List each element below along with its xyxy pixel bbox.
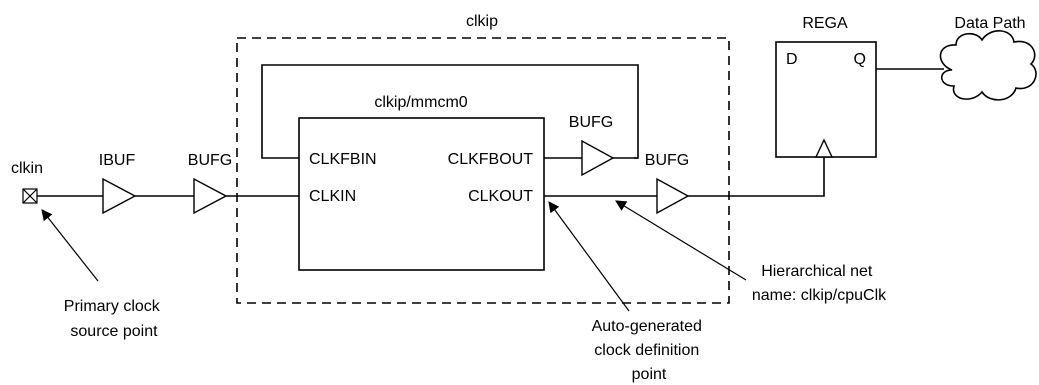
clkip-title: clkip [466,13,498,30]
clkip-boundary [236,37,730,304]
bufg-input-icon [193,177,228,215]
data-path-label: Data Path [954,15,1025,32]
ibuf-label: IBUF [99,152,136,169]
auto-generated-arrow [548,201,630,312]
rega-block [775,41,877,158]
pin-clkin: CLKIN [309,188,356,205]
pin-clkfbin: CLKFBIN [309,151,377,168]
rega-clock-wire [688,157,825,197]
pin-clkfbout: CLKFBOUT [448,151,534,168]
hier-net-arrow [615,200,747,281]
mmcm-block [298,117,545,271]
primary-source-note: Primary clock source point [64,298,164,340]
bufg-feedback-label: BUFG [569,114,613,131]
rega-title: REGA [802,15,848,32]
rega-q-pin: Q [854,51,866,68]
bufg-input-label: BUFG [188,152,232,169]
rega-clock-pin-icon [814,138,834,158]
hier-net-note: Hierarchical net name: clkip/cpuClk [752,263,887,304]
auto-generated-note: Auto-generated clock definition point [592,318,707,383]
primary-source-arrow [41,209,99,282]
ibuf-icon [102,177,137,215]
mmcm-title: clkip/mmcm0 [374,94,467,111]
rega-d-pin: D [786,51,798,68]
bufg-output-label: BUFG [645,152,689,169]
clkin-port-label: clkin [11,160,43,177]
pin-clkout: CLKOUT [468,188,533,205]
bufg-output-icon [656,177,690,215]
data-path-cloud-icon [939,30,1037,101]
bufg-feedback-icon [581,139,615,177]
